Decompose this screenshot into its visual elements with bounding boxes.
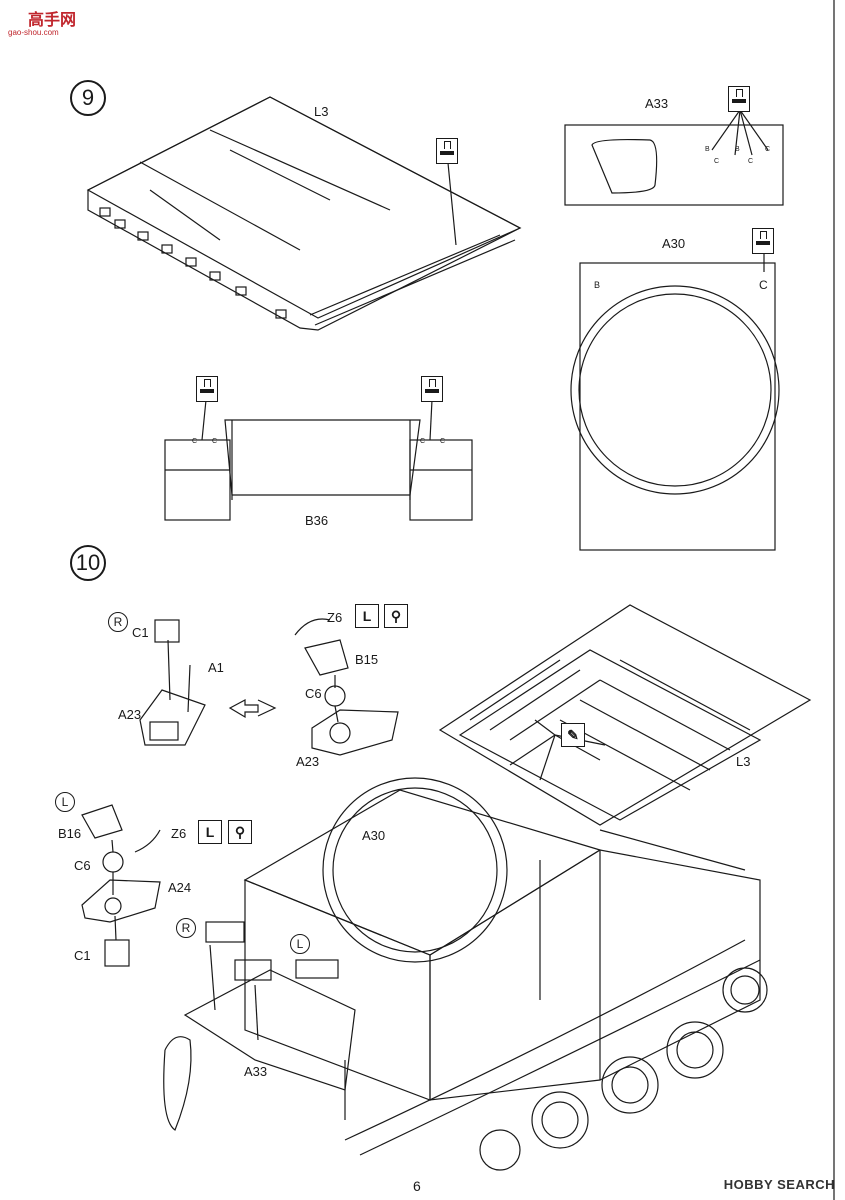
label-c1-bottom: C1 [74, 948, 91, 963]
hole-label: B [735, 146, 740, 153]
part-b36-step9 [164, 399, 473, 521]
file-tool-icon: ⚲ [384, 604, 408, 628]
label-a30-step9: A30 [662, 236, 686, 251]
cement-icon [436, 138, 458, 164]
cement-icon [728, 86, 750, 112]
knife-tool-icon: L [198, 820, 222, 844]
watermark-url: gao-shou.com [8, 28, 59, 37]
part-a30-step9 [570, 252, 780, 551]
cement-brush-icon: ✎ [561, 723, 585, 747]
hole-label: C [714, 158, 720, 165]
part-a33-step9 [564, 109, 784, 206]
a30-mark-b: B [594, 280, 601, 290]
label-a23-right: A23 [296, 754, 320, 769]
brand-watermark: HOBBY SEARCH [723, 1177, 835, 1192]
hole-label: B [705, 146, 710, 153]
label-a1: A1 [208, 660, 224, 675]
label-l3-step9: L3 [314, 104, 329, 119]
hole-label: C [765, 146, 771, 153]
label-a24: A24 [168, 880, 192, 895]
hole-label: C [192, 438, 198, 445]
part-l3-step9 [86, 96, 522, 331]
part-a33-step10 [183, 921, 356, 1091]
hole-label: C [440, 438, 446, 445]
knife-tool-icon: L [355, 604, 379, 628]
side-mark-left: L [55, 792, 75, 812]
subassembly-a23-c1-a1 [139, 619, 277, 746]
label-a30-step10: A30 [362, 828, 386, 843]
label-z6-top: Z6 [327, 610, 343, 625]
cement-icon [752, 228, 774, 254]
watermark-logo: 高手网 gao-shou.com [4, 4, 84, 38]
label-c1-top: C1 [132, 625, 149, 640]
step-number-9: 9 [70, 80, 106, 116]
label-a23-left: A23 [118, 707, 142, 722]
label-a33-step9: A33 [645, 96, 669, 111]
watermark-text: 高手网 [28, 12, 77, 29]
label-b36-step9: B36 [305, 513, 329, 528]
cement-icon [196, 376, 218, 402]
label-b16: B16 [58, 826, 82, 841]
file-tool-icon: ⚲ [228, 820, 252, 844]
cement-icon [421, 376, 443, 402]
a30-mark-c: C [759, 278, 768, 292]
label-a33-step10: A33 [244, 1064, 268, 1079]
label-b15: B15 [355, 652, 379, 667]
part-l3-step10 [438, 604, 812, 826]
step-number-10: 10 [70, 545, 106, 581]
side-mark-right: R [176, 918, 196, 938]
label-l3-step10: L3 [736, 754, 751, 769]
side-mark-right: R [108, 612, 128, 632]
hole-label: C [420, 438, 426, 445]
label-z6-bottom: Z6 [171, 826, 187, 841]
hole-label: C [212, 438, 218, 445]
label-c6-top: C6 [305, 686, 322, 701]
page-number: 6 [413, 1178, 421, 1194]
hole-label: C [748, 158, 754, 165]
label-c6-bottom: C6 [74, 858, 91, 873]
track-assembly [163, 939, 768, 1171]
subassembly-b16-c6-a24-c1 [81, 804, 161, 967]
subassembly-b15-c6-a23 [294, 618, 399, 756]
side-mark-left: L [290, 934, 310, 954]
part-hull-step10 [243, 777, 761, 1120]
